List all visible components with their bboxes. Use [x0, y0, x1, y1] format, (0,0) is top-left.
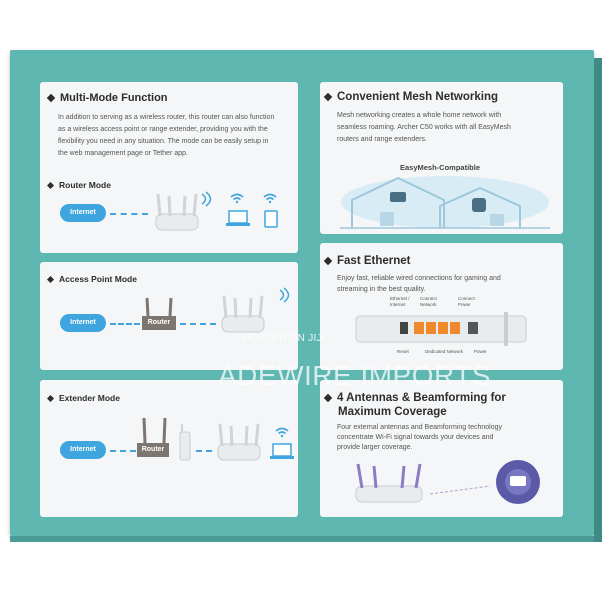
mesh-text: Mesh networking creates a whole home net…: [337, 110, 562, 146]
diamond-bullet-icon: [323, 393, 333, 403]
ethernet-title: Fast Ethernet: [323, 255, 411, 267]
text-line: Enjoy fast, reliable wired connections f…: [337, 275, 501, 282]
connection-line: [180, 323, 216, 325]
port-label-top: Connect Power: [458, 296, 475, 307]
diamond-bullet-icon: [46, 275, 55, 284]
watermark-large: ADEWIRE IMPORTS: [218, 360, 492, 391]
multimode-title: Multi-Mode Function: [46, 92, 168, 104]
box-side: [594, 58, 602, 542]
extender-icon: [179, 424, 191, 461]
diamond-bullet-icon: [323, 256, 333, 266]
text-line: as a wireless access point or range exte…: [58, 126, 268, 133]
diamond-bullet-icon: [46, 394, 55, 403]
port-label-bottom: Power: [474, 349, 487, 354]
beamforming-illustration: [355, 460, 540, 504]
text-line: flexibility you need in any situation. T…: [58, 138, 269, 145]
diamond-bullet-icon: [323, 92, 333, 102]
text-line: Four external antennas and Beamforming t…: [337, 424, 502, 431]
diamond-bullet-icon: [46, 93, 56, 103]
wifi-signal-icon: [201, 191, 212, 207]
wifi-icon: [275, 427, 289, 438]
text-line: routers and range extenders.: [337, 136, 427, 143]
extender-label: Extender Mode: [46, 393, 120, 403]
port-label-bottom: Dedicated Network: [425, 349, 464, 354]
access-point-text: Access Point Mode: [59, 274, 137, 284]
ethernet-text: Enjoy fast, reliable wired connections f…: [337, 273, 562, 295]
ethernet-card: [320, 243, 563, 370]
text-line: provide larger coverage.: [337, 444, 413, 451]
antennas-title-line: Maximum Coverage: [338, 406, 447, 418]
antennas-title: 4 Antennas & Beamforming for Maximum Cov…: [323, 391, 506, 419]
port-label-top: Ethernet / Internet: [390, 296, 410, 307]
wifi-signal-icon: [279, 287, 290, 303]
ethernet-title-text: Fast Ethernet: [337, 255, 411, 267]
connection-line: [196, 450, 212, 452]
port-label-bottom: Reset: [397, 349, 409, 354]
text-line: the web management page or Tether app.: [58, 150, 188, 157]
mesh-title: Convenient Mesh Networking: [323, 91, 499, 103]
wifi-icon: [263, 193, 277, 204]
multimode-title-text: Multi-Mode Function: [60, 92, 168, 104]
box-bottom-edge: [10, 536, 594, 542]
router-mode-label: Router Mode: [46, 180, 111, 190]
text-line: Mesh networking creates a whole home net…: [337, 112, 502, 119]
connection-line: [110, 323, 140, 325]
mesh-title-text: Convenient Mesh Networking: [337, 91, 499, 103]
router-mode-text: Router Mode: [59, 180, 111, 190]
router-icon: [217, 423, 261, 461]
text-line: In addition to serving as a wireless rou…: [58, 114, 275, 121]
diamond-bullet-icon: [46, 181, 55, 190]
easymesh-badge: EasyMesh-Compatible: [400, 163, 481, 172]
router-back-panel: [355, 312, 527, 346]
house-mesh-illustration: [340, 176, 550, 229]
router-icon: [221, 295, 265, 333]
multimode-text: In addition to serving as a wireless rou…: [58, 112, 298, 160]
internet-cloud-pill: Internet: [60, 204, 106, 222]
router-icon: [155, 193, 199, 231]
extender-text: Extender Mode: [59, 393, 120, 403]
router-antenna-icon: [145, 297, 173, 317]
laptop-icon: [270, 443, 294, 459]
text-line: concentrate Wi-Fi signal towards your de…: [337, 434, 494, 441]
antennas-title-line: 4 Antennas & Beamforming for: [323, 391, 506, 405]
connection-line: [110, 450, 136, 452]
internet-cloud-pill: Internet: [60, 441, 106, 459]
router-box: Router: [137, 443, 169, 457]
watermark-small: HOSTED ON JIJI: [243, 333, 325, 344]
port-label-top: Connect Network: [420, 296, 437, 307]
text-line: seamless roaming. Archer C50 works with …: [337, 124, 511, 131]
antennas-title-text: 4 Antennas & Beamforming for: [337, 392, 506, 404]
internet-cloud-pill: Internet: [60, 314, 106, 332]
antennas-text: Four external antennas and Beamforming t…: [337, 423, 562, 453]
router-antenna-icon: [142, 417, 167, 444]
tablet-icon: [264, 210, 278, 228]
connection-line: [110, 213, 148, 215]
text-line: streaming in the best quality.: [337, 286, 426, 293]
access-point-label: Access Point Mode: [46, 274, 137, 284]
wifi-icon: [230, 193, 244, 204]
router-box: Router: [142, 316, 176, 330]
laptop-icon: [226, 210, 250, 226]
